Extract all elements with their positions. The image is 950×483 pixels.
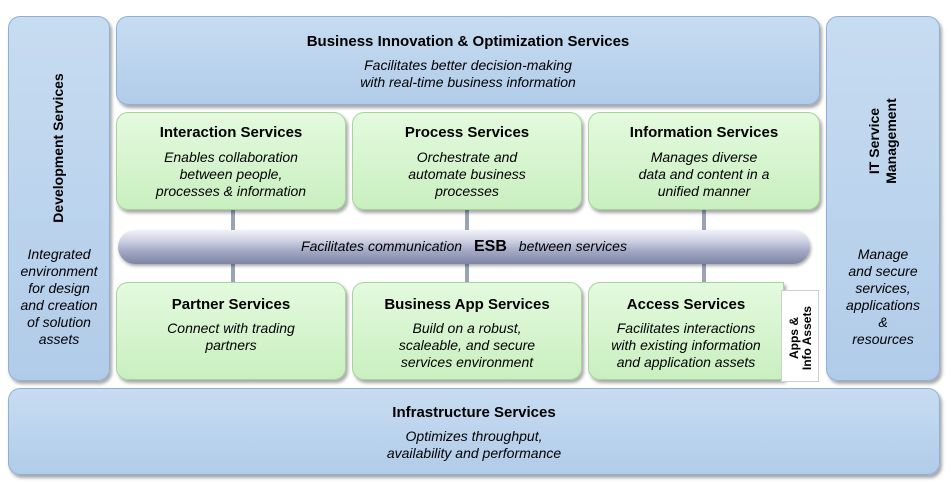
connector-information-esb — [702, 210, 706, 232]
connector-process-esb — [465, 210, 469, 232]
process-services-title: Process Services — [404, 124, 530, 141]
apps-info-assets-label: Apps & Info Assets — [787, 305, 814, 371]
esb-left-text: Facilitates communication — [301, 238, 463, 254]
esb-label: ESB — [473, 238, 507, 255]
business-innovation-title: Business Innovation & Optimization Servi… — [306, 33, 630, 50]
information-services-title: Information Services — [629, 124, 779, 141]
business-app-services-title: Business App Services — [384, 296, 550, 313]
connector-esb-partner — [231, 262, 235, 284]
infrastructure-services-panel: Infrastructure Services Optimizes throug… — [8, 388, 940, 475]
esb-text-row: Facilitates communication ESB between se… — [118, 238, 810, 256]
it-service-management-title: IT Service Management — [866, 98, 899, 184]
infrastructure-services-description: Optimizes throughput, availability and p… — [386, 428, 562, 461]
interaction-services-title: Interaction Services — [159, 124, 303, 141]
business-app-services-description: Build on a robust, scaleable, and secure… — [398, 320, 536, 370]
business-innovation-panel: Business Innovation & Optimization Servi… — [116, 16, 820, 105]
esb-bar: Facilitates communication ESB between se… — [118, 230, 810, 264]
access-services-description: Facilitates interactions with existing i… — [611, 320, 761, 370]
interaction-services-box: Interaction Services Enables collaborati… — [116, 112, 346, 210]
it-service-management-panel: IT Service Management Manage and secure … — [826, 16, 940, 381]
development-services-description: Integrated environment for design and cr… — [20, 246, 98, 347]
development-services-title: Development Services — [50, 73, 66, 223]
access-services-title: Access Services — [626, 296, 746, 313]
business-innovation-description: Facilitates better decision-making with … — [360, 57, 576, 90]
it-service-management-description: Manage and secure services, applications… — [846, 246, 920, 347]
information-services-description: Manages diverse data and content in a un… — [638, 149, 770, 199]
connector-esb-business-app — [465, 262, 469, 284]
partner-services-description: Connect with trading partners — [167, 320, 295, 353]
access-services-box: Access Services Facilitates interactions… — [588, 282, 784, 380]
process-services-description: Orchestrate and automate business proces… — [408, 149, 526, 199]
infrastructure-services-title: Infrastructure Services — [392, 404, 556, 421]
interaction-services-description: Enables collaboration between people, pr… — [155, 149, 307, 199]
process-services-box: Process Services Orchestrate and automat… — [352, 112, 582, 210]
partner-services-box: Partner Services Connect with trading pa… — [116, 282, 346, 380]
information-services-box: Information Services Manages diverse dat… — [588, 112, 820, 210]
connector-esb-access — [702, 262, 706, 284]
esb-right-text: between services — [518, 238, 627, 254]
apps-info-assets-tab: Apps & Info Assets — [781, 290, 819, 382]
connector-interaction-esb — [231, 210, 235, 232]
business-app-services-box: Business App Services Build on a robust,… — [352, 282, 582, 380]
development-services-panel: Development Services Integrated environm… — [8, 16, 110, 381]
partner-services-title: Partner Services — [171, 296, 291, 313]
